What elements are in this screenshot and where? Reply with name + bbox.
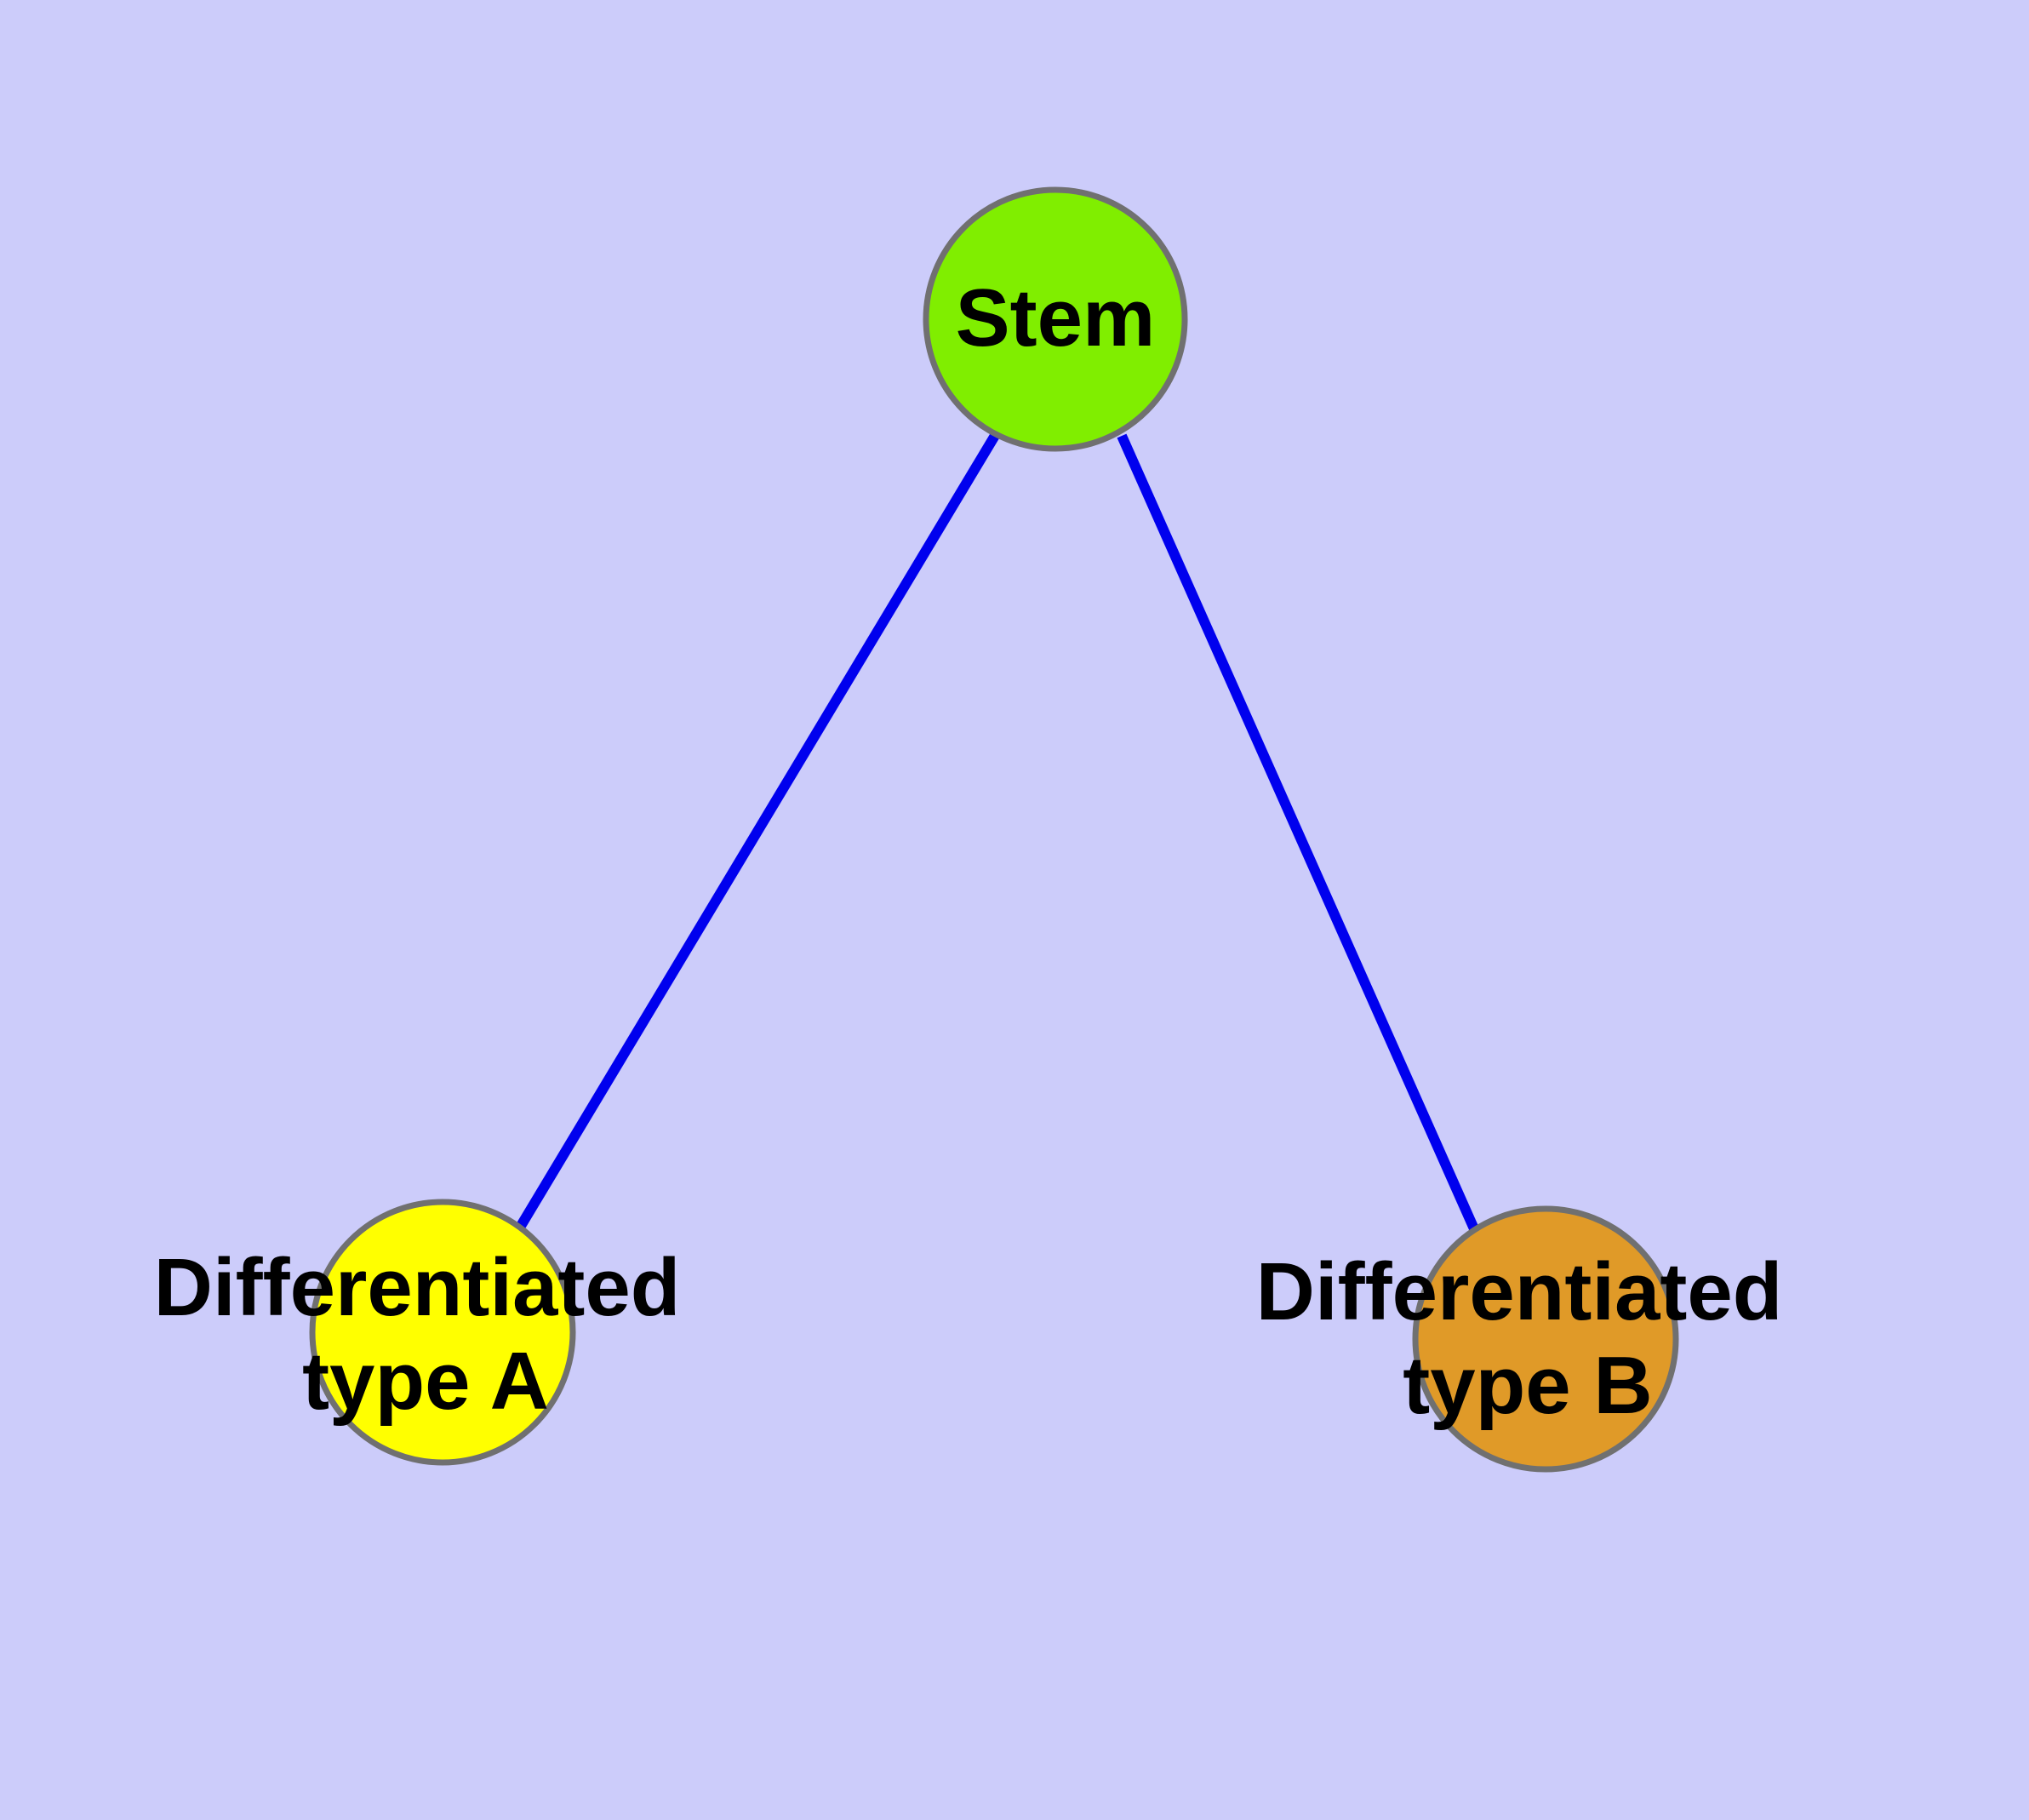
node-differentiated-type-b-circle[interactable] bbox=[1412, 1205, 1679, 1473]
node-differentiated-type-b-label-line-2: type B bbox=[1403, 1340, 1652, 1431]
node-stem[interactable] bbox=[923, 186, 1188, 452]
label-layer: Stem Differentiated type A Differentiate… bbox=[154, 272, 1783, 1431]
node-differentiated-type-a-label: Differentiated type A bbox=[154, 1242, 681, 1427]
node-layer bbox=[309, 186, 1679, 1473]
node-stem-label: Stem bbox=[956, 272, 1156, 363]
node-stem-circle[interactable] bbox=[923, 186, 1188, 452]
node-differentiated-type-b[interactable] bbox=[1412, 1205, 1679, 1473]
edge-stem-to-differentiated-type-b[interactable] bbox=[1117, 433, 1481, 1235]
node-differentiated-type-a-circle[interactable] bbox=[309, 1199, 576, 1466]
node-differentiated-type-b-label-line-1: Differentiated bbox=[1256, 1246, 1783, 1337]
node-differentiated-type-b-label: Differentiated type B bbox=[1256, 1246, 1783, 1431]
node-differentiated-type-a-label-line-1: Differentiated bbox=[154, 1242, 681, 1333]
node-differentiated-type-a[interactable] bbox=[309, 1199, 576, 1466]
edge-stem-to-differentiated-type-a[interactable] bbox=[516, 431, 1001, 1229]
edge-layer bbox=[516, 431, 1481, 1235]
node-differentiated-type-a-label-line-2: type A bbox=[302, 1336, 549, 1427]
